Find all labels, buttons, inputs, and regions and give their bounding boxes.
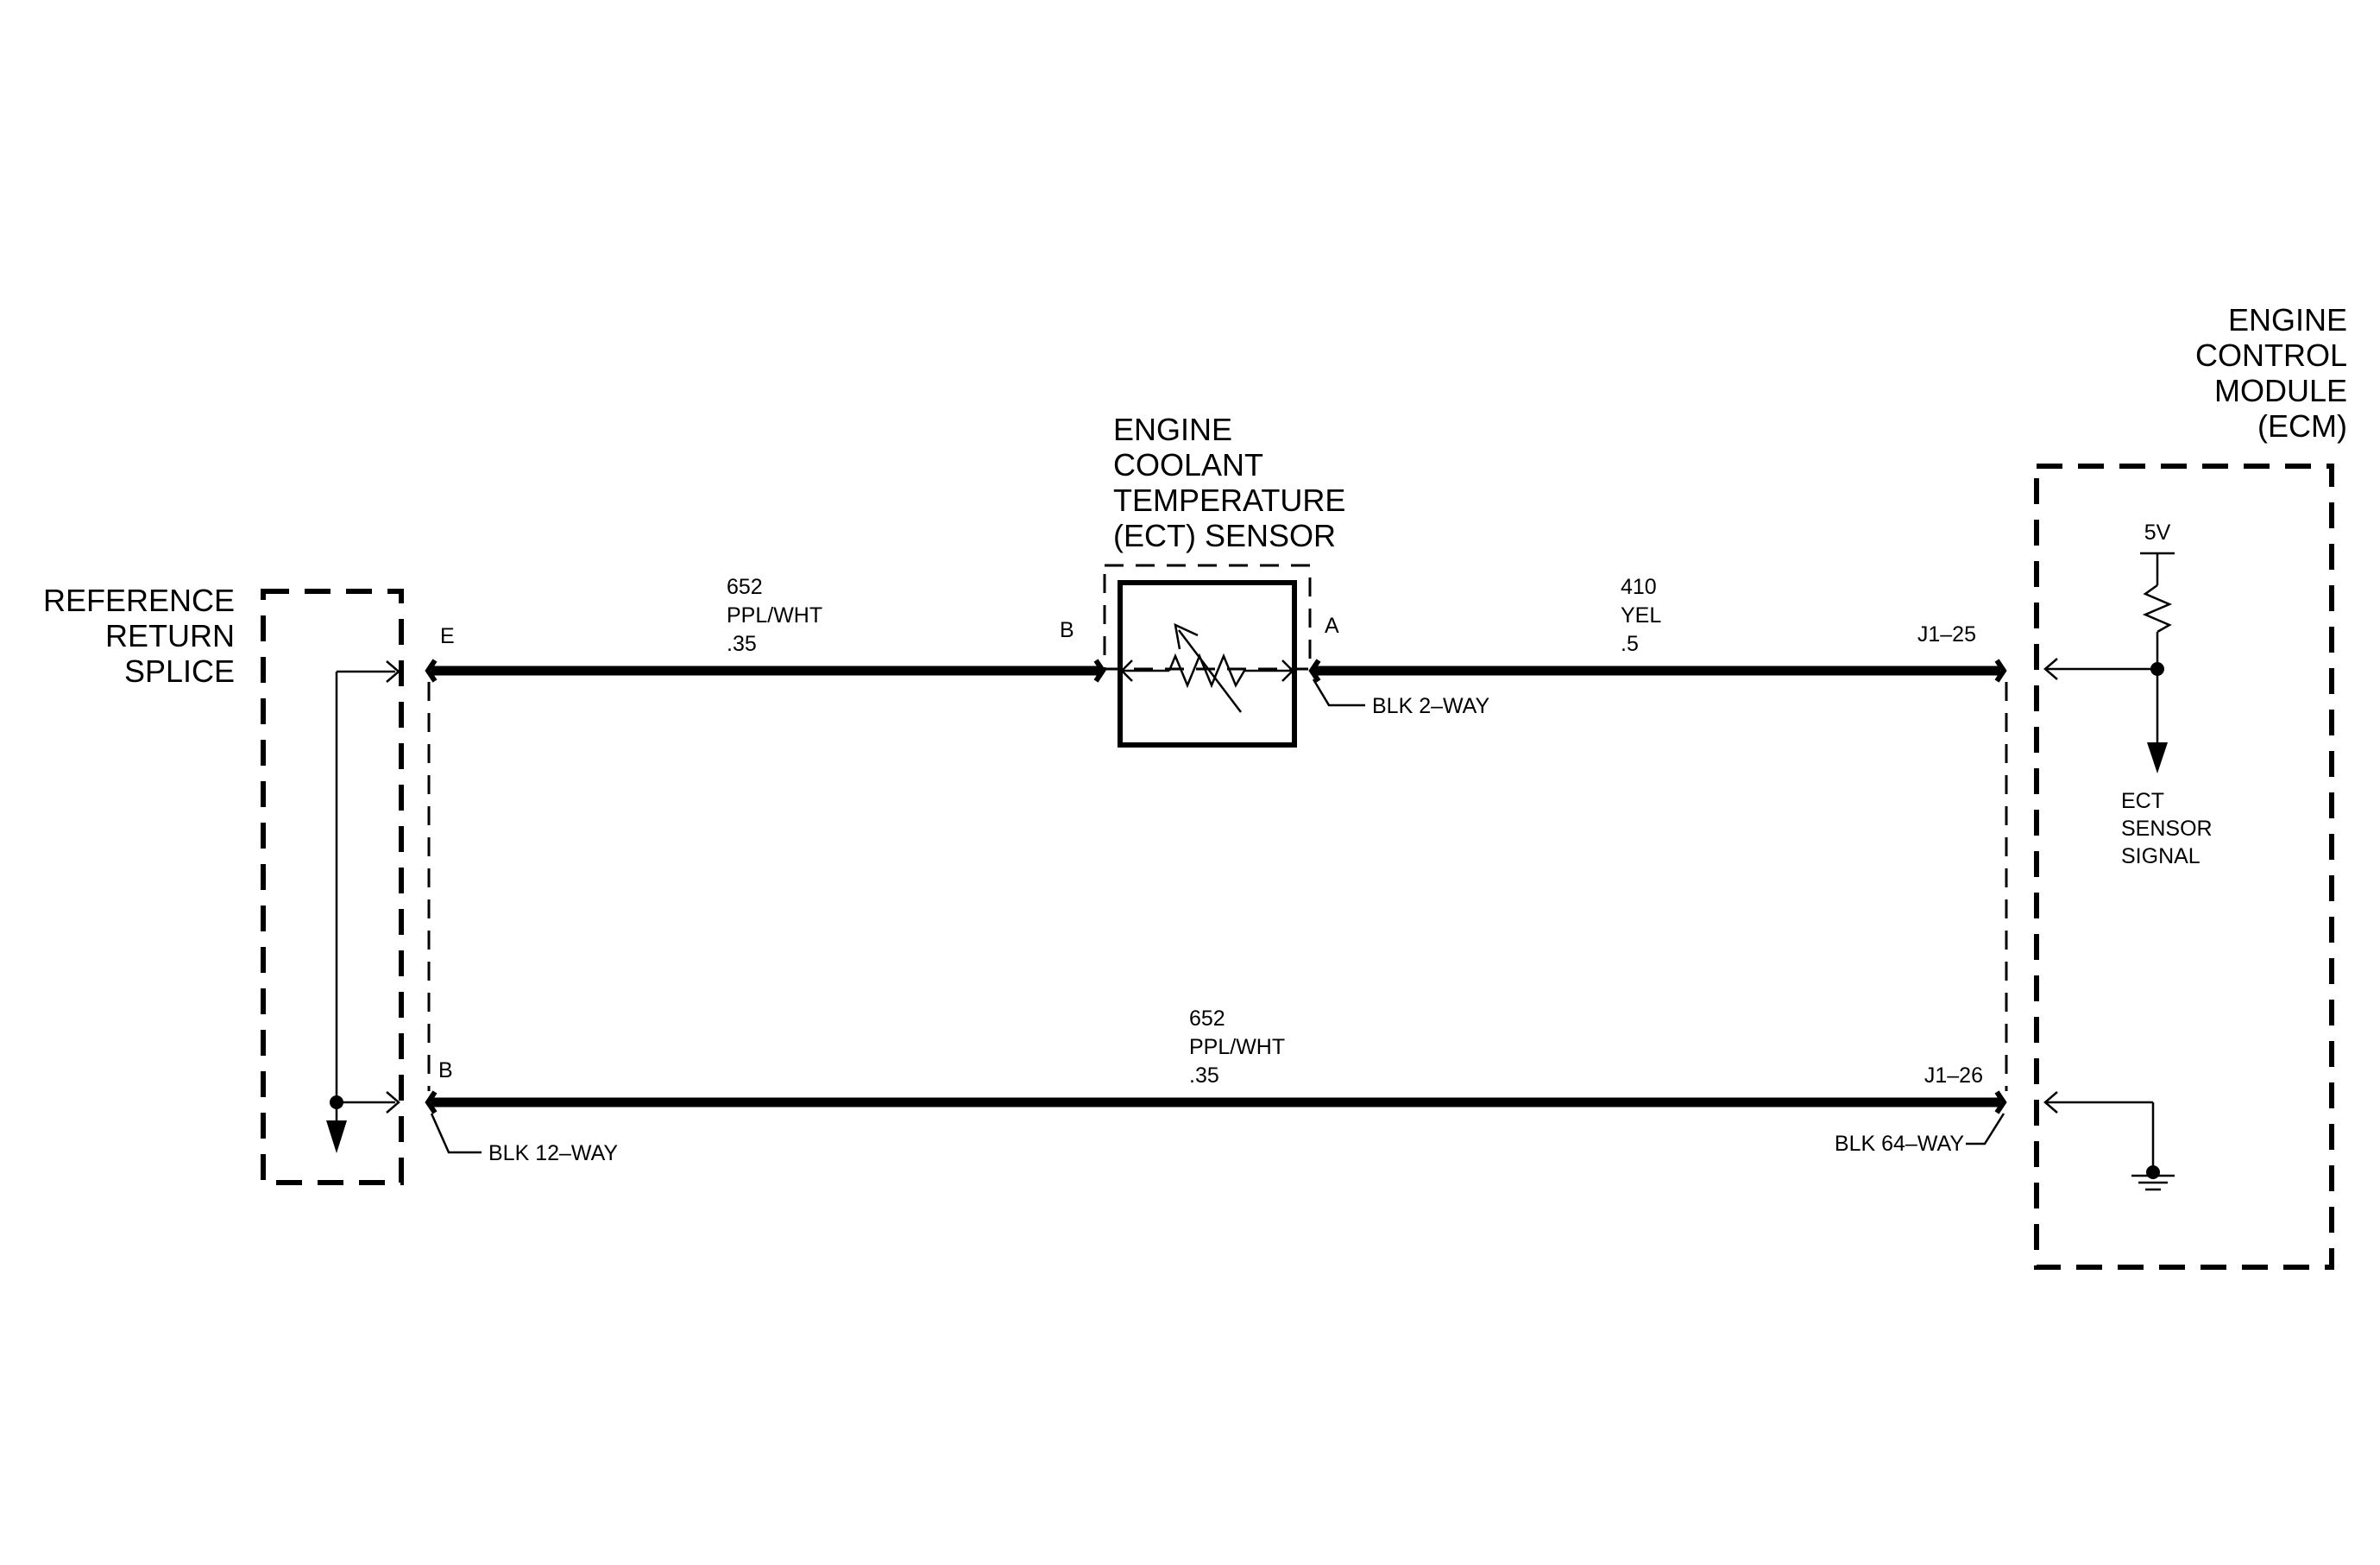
ecm-top-input-arrow xyxy=(2043,658,2058,680)
ecm-pullup-resistor-icon xyxy=(2142,584,2173,634)
splice-title-line-2: RETURN xyxy=(105,618,235,653)
pin-ecm-top: J1–25 xyxy=(1917,622,1976,647)
thermistor-variable-arrowhead xyxy=(1174,622,1199,650)
wire-bottom-color: PPL/WHT xyxy=(1189,1035,1285,1059)
wire-top-left-circuit: 652 xyxy=(727,575,763,599)
thermistor-variable-arrow xyxy=(1178,629,1242,713)
pin-ecm-bottom: J1–26 xyxy=(1924,1063,1983,1088)
ecm-title-line-2: CONTROL xyxy=(2195,338,2347,373)
splice-connector-leader xyxy=(430,1113,482,1154)
ecm-ground-dot xyxy=(2146,1165,2160,1179)
ecm-signal-label-3: SIGNAL xyxy=(2121,844,2201,868)
sensor-lead-left-arrow xyxy=(1120,659,1133,682)
sensor-title-line-4: (ECT) SENSOR xyxy=(1113,518,1336,553)
pin-splice-bottom: B xyxy=(438,1058,453,1082)
terminal-marks xyxy=(425,659,2007,1114)
wire-bottom: 652 PPL/WHT .35 xyxy=(431,1007,2000,1107)
ecm-title-line-4: (ECM) xyxy=(2257,408,2347,444)
sensor-title-line-1: ENGINE xyxy=(1113,412,1232,447)
ecm-signal-label-1: ECT xyxy=(2121,789,2164,813)
ecm-signal-label-2: SENSOR xyxy=(2121,817,2213,841)
pin-sensor-left: B xyxy=(1060,618,1074,642)
wire-top-left-gauge: .35 xyxy=(727,632,757,656)
ecm-connector-label: BLK 64–WAY xyxy=(1835,1132,1964,1156)
pin-sensor-right: A xyxy=(1325,614,1339,638)
ecm-boundary xyxy=(2034,464,2334,1270)
sensor-connector-leader xyxy=(1312,678,1365,707)
ecm-connector-leader xyxy=(1966,1113,2005,1145)
splice-bus-arrowhead xyxy=(326,1120,347,1153)
wire-bottom-gauge: .35 xyxy=(1189,1063,1219,1088)
splice-junction-dot xyxy=(330,1095,343,1109)
thermistor-icon xyxy=(1168,653,1250,689)
ecm-5v-label: 5V xyxy=(2144,521,2171,545)
splice-bottom-arrow xyxy=(386,1091,400,1114)
sensor-lead-right-arrow xyxy=(1281,659,1294,682)
splice-connector-label: BLK 12–WAY xyxy=(488,1141,618,1165)
ecm-title-line-1: ENGINE xyxy=(2228,302,2347,338)
splice-top-arrow xyxy=(386,660,400,683)
reference-return-splice: REFERENCE RETURN SPLICE xyxy=(43,583,404,1185)
wire-top-right-color: YEL xyxy=(1621,603,1661,628)
wire-top-right: 410 YEL .5 xyxy=(1313,575,2000,676)
wire-top-right-circuit: 410 xyxy=(1621,575,1657,599)
splice-title-line-1: REFERENCE xyxy=(43,583,235,618)
ecm-bottom-input-arrow xyxy=(2043,1091,2058,1114)
ecm-title-line-3: MODULE xyxy=(2214,373,2347,408)
pin-splice-top: E xyxy=(440,624,455,648)
wire-top-left-color: PPL/WHT xyxy=(727,603,822,628)
ect-sensor: ENGINE COOLANT TEMPERATURE (ECT) SENSOR xyxy=(1103,412,1345,748)
sensor-body xyxy=(1118,580,1297,748)
ecm-signal-arrowhead xyxy=(2147,742,2168,773)
sensor-title-line-2: COOLANT xyxy=(1113,447,1263,483)
splice-title-line-3: SPLICE xyxy=(124,653,235,689)
wire-top-right-gauge: .5 xyxy=(1621,632,1639,656)
wire-top-left: 652 PPL/WHT .35 xyxy=(431,575,1100,676)
splice-boundary xyxy=(261,589,404,1185)
sensor-connector-label: BLK 2–WAY xyxy=(1372,694,1489,718)
sensor-title-line-3: TEMPERATURE xyxy=(1113,483,1345,518)
wire-bottom-circuit: 652 xyxy=(1189,1007,1225,1031)
ground-icon xyxy=(2131,1174,2175,1191)
engine-control-module: ENGINE CONTROL MODULE (ECM) 5V ECT SENSO… xyxy=(2034,302,2347,1270)
